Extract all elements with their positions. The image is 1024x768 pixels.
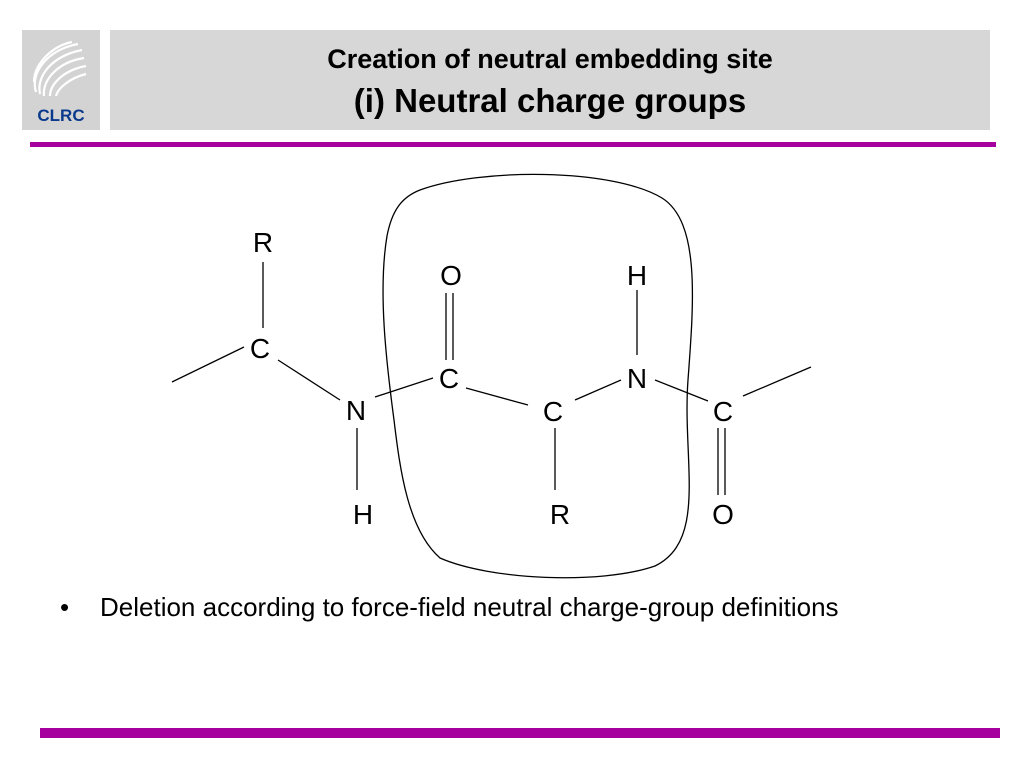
bond-n-right-c-right [654,379,709,402]
bullet-text: Deletion according to force-field neutra… [100,592,839,622]
atom-c-left: C [250,333,270,364]
atom-c-alpha: C [543,396,563,427]
atom-h-top: H [627,260,647,291]
bond-n-left-c-carbonyl [374,377,434,398]
charge-group-outline [382,173,694,579]
bond-terminal-right [742,366,812,397]
atom-r-top: R [253,227,273,258]
atom-n-left: N [346,395,366,426]
atom-c-carbonyl: C [439,363,459,394]
bond-terminal-left [171,346,245,383]
clrc-logo: CLRC [22,30,100,130]
bond-c-alpha-n-right [574,379,622,401]
bottom-divider [40,728,1000,738]
logo-text: CLRC [37,106,85,125]
globe-swirl-icon [32,40,87,97]
bond-c-left-n-left [277,359,341,401]
atom-r-bottom: R [550,499,570,530]
page-subtitle: (i) Neutral charge groups [353,82,747,119]
atom-o-bottom: O [712,499,734,530]
page-title: Creation of neutral embedding site [327,44,773,74]
atom-h-bottom-left: H [353,499,373,530]
atom-o-top: O [440,260,462,291]
title-box: Creation of neutral embedding site (i) N… [110,30,990,130]
top-divider [30,142,996,147]
atom-n-right: N [627,363,647,394]
bullet-marker: • [60,592,70,622]
atom-c-right: C [713,396,733,427]
bond-c-carbonyl-c-alpha [465,387,529,406]
